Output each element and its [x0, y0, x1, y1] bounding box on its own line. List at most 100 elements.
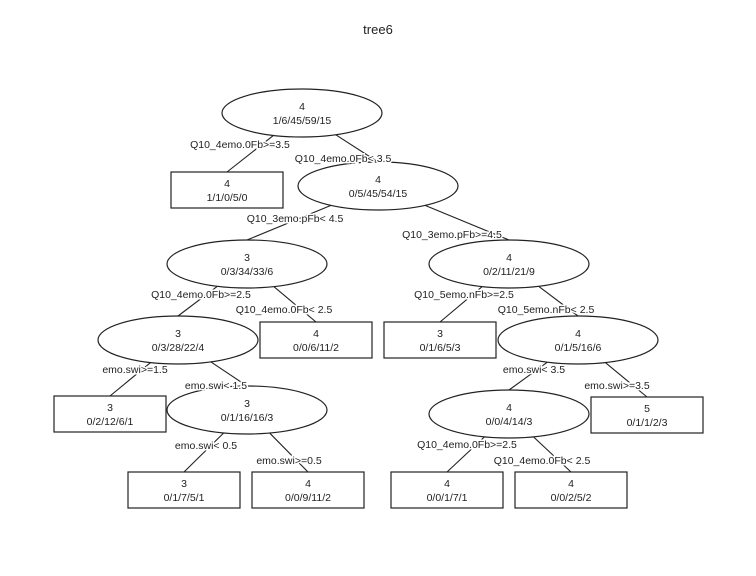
node-box [390, 471, 504, 509]
tree-edge [246, 204, 333, 241]
node-counts-label: 1/1/0/5/0 [207, 192, 248, 204]
node-counts-label: 0/0/9/11/2 [285, 492, 331, 504]
edge-labels-layer: Q10_4emo.0Fb>=3.5Q10_4emo.0Fb>=3.5Q10_4e… [101, 138, 652, 469]
edge-label-halo: Q10_3emo.pFb>=4.5 [402, 229, 502, 241]
tree-edge [446, 435, 486, 473]
tree-edge [439, 285, 484, 323]
node-counts-label: 0/1/6/5/3 [420, 342, 461, 354]
node-class-label: 4 [305, 478, 311, 490]
node-counts-label: 0/0/6/11/2 [293, 342, 339, 354]
node-counts-label: 0/0/1/7/1 [427, 492, 468, 504]
tree-edge [604, 361, 648, 398]
node-box [590, 396, 704, 434]
node-class-label: 4 [506, 402, 512, 414]
edge-label-halo: Q10_4emo.0Fb>=2.5 [151, 289, 251, 301]
node-box [53, 395, 167, 433]
edge-label-halo: emo.swi< 1.5 [185, 380, 247, 392]
node-class-label: 4 [375, 174, 381, 186]
node-class-label: 4 [313, 328, 319, 340]
node-class-label: 3 [181, 478, 187, 490]
node-ellipse [166, 239, 328, 289]
split-node: 4 1/6/45/59/15 [221, 88, 383, 138]
edge-label-halo: Q10_5emo.nFb>=2.5 [414, 289, 514, 301]
edge-split-label: emo.swi>=3.5 [584, 380, 650, 392]
edge-label-halo: Q10_4emo.0Fb>=3.5 [190, 139, 290, 151]
node-counts-label: 0/1/7/5/1 [164, 492, 205, 504]
edge-split-label: emo.swi< 1.5 [185, 380, 247, 392]
edge-split-label: emo.swi< 0.5 [175, 440, 237, 452]
leaf-node: 3 0/2/12/6/1 [53, 395, 167, 433]
nodes-layer: 41/6/45/59/1541/1/0/5/040/5/45/54/1530/3… [53, 88, 704, 509]
edge-split-label: Q10_4emo.0Fb< 2.5 [494, 455, 591, 467]
diagram-title: tree6 [363, 22, 393, 37]
node-counts-label: 0/5/45/54/15 [349, 188, 408, 200]
leaf-node: 41/1/0/5/0 [170, 171, 284, 209]
edge-split-label: emo.swi< 3.5 [503, 364, 565, 376]
node-class-label: 4 [568, 478, 574, 490]
edge-split-label: Q10_3emo.pFb< 4.5 [247, 213, 344, 225]
edge-split-label: Q10_3emo.pFb>=4.5 [402, 229, 502, 241]
node-class-label: 3 [244, 252, 250, 264]
node-counts-label: 1/6/45/59/15 [273, 115, 332, 127]
split-node: 40/2/11/21/9 [428, 239, 590, 289]
leaf-node: 3 0/1/7/5/1 [127, 471, 241, 509]
split-node: 4 0/5/45/54/15 [297, 161, 459, 211]
tree-edge [109, 361, 152, 397]
edge-label-halo: emo.swi>=3.5 [584, 380, 650, 392]
leaf-node: 40/0/2/5/2 [514, 471, 628, 509]
node-ellipse [428, 239, 590, 289]
edge-split-label: Q10_4emo.0Fb>=2.5 [417, 439, 517, 451]
node-ellipse [297, 161, 459, 211]
node-counts-label: 0/3/28/22/4 [152, 342, 205, 354]
node-counts-label: 0/1/1/2/3 [627, 417, 668, 429]
tree-edge [183, 432, 225, 473]
split-node: 4 0/1/5/16/6 [497, 315, 659, 365]
node-class-label: 4 [299, 101, 305, 113]
node-counts-label: 0/1/5/16/6 [555, 342, 602, 354]
edge-split-label: Q10_4emo.0Fb>=3.5 [190, 139, 290, 151]
node-counts-label: 0/3/34/33/6 [221, 266, 274, 278]
node-class-label: 3 [437, 328, 443, 340]
node-counts-label: 0/2/12/6/1 [87, 416, 134, 428]
edge-label-halo: Q10_4emo.0Fb>=2.5 [417, 439, 517, 451]
edge-split-label: emo.swi>=0.5 [256, 455, 322, 467]
node-class-label: 5 [644, 403, 650, 415]
node-box [170, 171, 284, 209]
tree-edge [423, 204, 510, 241]
tree-edge [209, 360, 248, 387]
node-box [259, 321, 373, 359]
edges-layer [109, 133, 648, 473]
edge-label-halo: Q10_4emo.0Fb< 3.5 [295, 153, 392, 165]
tree-edge [272, 285, 317, 323]
node-class-label: 4 [575, 328, 581, 340]
node-box [514, 471, 628, 509]
leaf-node: 4 0/0/9/11/2 [251, 471, 365, 509]
node-class-label: 4 [444, 478, 450, 490]
tree-edge [268, 432, 309, 473]
edge-label-halo: emo.swi>=0.5 [256, 455, 322, 467]
node-ellipse [497, 315, 659, 365]
edge-label-halo: Q10_3emo.pFb< 4.5 [247, 213, 344, 225]
leaf-node: 5 0/1/1/2/3 [590, 396, 704, 434]
node-box [383, 321, 497, 359]
node-class-label: 3 [107, 402, 113, 414]
edge-label-halo: emo.swi< 3.5 [503, 364, 565, 376]
tree-edge [532, 435, 572, 473]
node-counts-label: 0/2/11/21/9 [483, 266, 535, 278]
leaf-node: 4 0/0/6/11/2 [259, 321, 373, 359]
node-ellipse [97, 315, 259, 365]
node-box [251, 471, 365, 509]
split-node: 30/3/28/22/4 [97, 315, 259, 365]
leaf-node: 4 0/0/1/7/1 [390, 471, 504, 509]
tree-edge [334, 133, 379, 163]
split-node: 30/1/16/16/3 [166, 385, 328, 435]
edge-split-label: Q10_5emo.nFb>=2.5 [414, 289, 514, 301]
node-box [127, 471, 241, 509]
node-counts-label: 0/0/4/14/3 [486, 416, 533, 428]
edge-split-label: Q10_5emo.nFb< 2.5 [498, 304, 595, 316]
edge-split-label: Q10_4emo.0Fb>=2.5 [151, 289, 251, 301]
node-ellipse [221, 88, 383, 138]
edge-label-halo: emo.swi>=1.5 [102, 364, 168, 376]
tree-edge [226, 134, 275, 173]
